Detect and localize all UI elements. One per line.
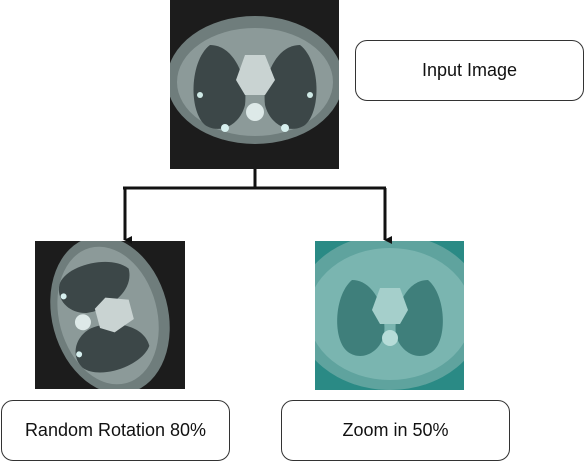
zoom-text: Zoom in 50% — [342, 420, 449, 440]
input-image-label: Input Image — [355, 40, 584, 101]
random-rotation-label: Random Rotation 80% — [1, 400, 230, 461]
zoom-label: Zoom in 50% — [281, 400, 510, 461]
zoomed-ct-image — [315, 241, 464, 390]
input-image-text: Input Image — [421, 60, 518, 80]
connector-lines — [123, 169, 386, 190]
rotated-ct-image — [35, 241, 185, 389]
input-ct-image — [170, 0, 339, 169]
random-rotation-text: Random Rotation 80% — [24, 420, 207, 440]
